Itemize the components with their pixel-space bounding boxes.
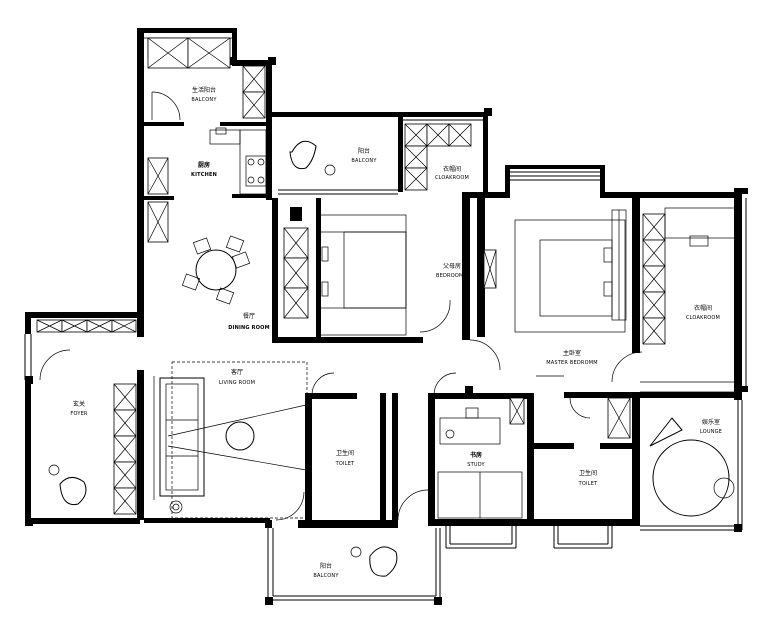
living-label-en: LIVING ROOM (219, 380, 255, 386)
cloakroom-parent-label-en: CLOAKROOM (435, 175, 469, 181)
balcony-parent-label-en: BALCONY (351, 158, 377, 164)
kitchen-label-cn: 厨房 (198, 161, 210, 169)
living-label-cn: 客厅 (231, 368, 243, 376)
balcony-service-label-en: BALCONY (191, 97, 217, 103)
balcony-parent-label-cn: 阳台 (358, 147, 370, 155)
toilet-1-label-en: TOILET (335, 461, 355, 467)
balcony-service-label-cn: 生活阳台 (192, 86, 216, 94)
cloakroom-master-label-en: CLOAKROOM (686, 315, 720, 321)
balcony-main-label-en: BALCONY (313, 573, 339, 579)
foyer-label-cn: 玄关 (73, 400, 85, 408)
bedroom-parent-label-en: BEDROOMM (436, 273, 468, 279)
cloakroom-master-label-cn: 衣帽间 (694, 304, 712, 312)
toilet-2-label-cn: 卫生间 (579, 469, 597, 477)
lounge-label-cn: 娱乐室 (702, 418, 720, 426)
master-label-en: MASTER BEDROMM (546, 360, 597, 366)
study-label-en: STUDY (467, 462, 485, 468)
room-labels: 生活阳台 BALCONY 厨房 KITCHEN 阳台 BALCONY 衣帽间 C… (70, 86, 722, 579)
study-label-cn: 书房 (470, 451, 482, 459)
master-label-cn: 主卧室 (563, 349, 581, 357)
lounge-label-en: LOUNGE (700, 429, 722, 435)
balcony-main-label-cn: 阳台 (320, 562, 332, 570)
doors (39, 91, 738, 521)
dining-label-cn: 餐厅 (243, 312, 255, 320)
furniture (48, 140, 735, 577)
bedroom-parent-label-cn: 父母房 (443, 262, 461, 270)
cloakroom-parent-label-cn: 衣帽间 (443, 165, 461, 173)
toilet-1-label-cn: 卫生间 (336, 449, 354, 457)
kitchen-label-en: KITCHEN (191, 172, 217, 178)
cabinets (36, 37, 736, 515)
toilet-2-label-en: TOILET (578, 481, 598, 487)
outer-rails (24, 37, 748, 605)
foyer-label-en: FOYER (70, 411, 88, 417)
dining-label-en: DINING ROOM (228, 325, 270, 331)
walls (25, 28, 742, 528)
